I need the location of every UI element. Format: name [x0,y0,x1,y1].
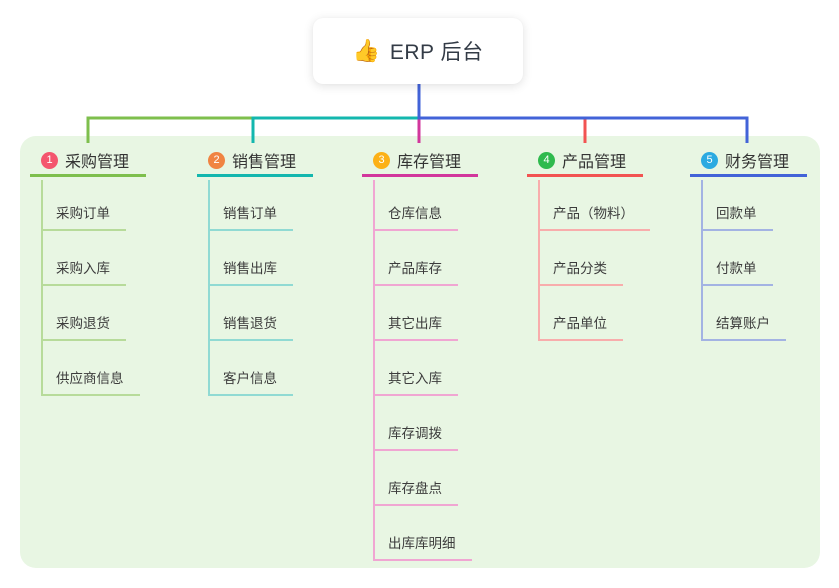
node-item[interactable]: 付款单 [701,260,773,286]
branch-number-badge: 2 [208,151,225,169]
node-item[interactable]: 库存盘点 [373,480,458,506]
branch-heading[interactable]: 5 财务管理 [690,146,807,177]
node-item[interactable]: 仓库信息 [373,205,458,231]
branch-heading[interactable]: 2 销售管理 [197,146,313,177]
root-node[interactable]: 👍 ERP 后台 [313,18,523,84]
branch-heading[interactable]: 4 产品管理 [527,146,643,177]
node-item[interactable]: 结算账户 [701,315,786,341]
branch-spine-line [208,180,210,396]
node-item[interactable]: 供应商信息 [41,370,140,396]
node-item[interactable]: 客户信息 [208,370,293,396]
branch-number-badge: 1 [41,151,58,169]
branch-label: 库存管理 [397,154,462,171]
node-item[interactable]: 产品（物料） [538,205,650,231]
mindmap-canvas [20,136,820,568]
node-item[interactable]: 采购退货 [41,315,126,341]
node-item[interactable]: 其它出库 [373,315,458,341]
node-item[interactable]: 销售出库 [208,260,293,286]
node-item[interactable]: 其它入库 [373,370,458,396]
branch-spine-line [538,180,540,341]
node-item[interactable]: 销售退货 [208,315,293,341]
node-item[interactable]: 回款单 [701,205,773,231]
branch-spine-line [373,180,375,561]
branch-number-badge: 3 [373,151,390,169]
branch-label: 财务管理 [725,154,790,171]
branch-label: 销售管理 [232,154,297,171]
node-item[interactable]: 库存调拨 [373,425,458,451]
node-item[interactable]: 产品库存 [373,260,458,286]
branch-heading[interactable]: 1 采购管理 [30,146,146,177]
node-item[interactable]: 销售订单 [208,205,293,231]
node-item[interactable]: 出库库明细 [373,535,472,561]
branch-label: 采购管理 [65,154,130,171]
node-item[interactable]: 采购入库 [41,260,126,286]
branch-label: 产品管理 [562,154,627,171]
node-item[interactable]: 产品分类 [538,260,623,286]
thumbs-up-icon: 👍 [352,38,380,63]
node-item[interactable]: 产品单位 [538,315,623,341]
branch-spine-line [701,180,703,341]
node-item[interactable]: 采购订单 [41,205,126,231]
branch-heading[interactable]: 3 库存管理 [362,146,478,177]
branch-number-badge: 4 [538,151,555,169]
branch-spine-line [41,180,43,396]
branch-number-badge: 5 [701,151,718,169]
root-title: ERP 后台 [389,41,484,64]
